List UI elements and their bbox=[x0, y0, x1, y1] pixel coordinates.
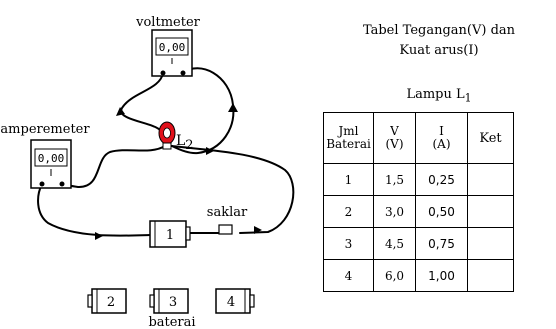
wire-amperemeter-battery bbox=[37, 183, 151, 237]
switch-label: saklar bbox=[207, 205, 248, 220]
voltmeter-label: voltmeter bbox=[135, 15, 200, 30]
arrow-5 bbox=[95, 232, 103, 240]
battery-2-label: 2 bbox=[107, 295, 115, 310]
cell-v: 3,0 bbox=[373, 195, 416, 228]
amperemeter-reading: 0,00 bbox=[38, 152, 65, 165]
cell-v: 1,5 bbox=[373, 163, 416, 196]
battery-4: 4 bbox=[215, 288, 255, 314]
cell-jml: 2 bbox=[323, 195, 374, 228]
voltmeter-display bbox=[155, 37, 189, 56]
header-ket: Ket bbox=[467, 112, 514, 164]
voltmeter-terminal-right bbox=[180, 70, 186, 76]
battery-3-label: 3 bbox=[169, 295, 177, 310]
table-row: 2 3,0 0,50 bbox=[323, 195, 514, 228]
cell-i: 1,00 bbox=[415, 259, 468, 292]
lamp-label: L2 bbox=[176, 133, 194, 153]
table-panel: Tabel Tegangan(V) dan Kuat arus(I) Lampu… bbox=[322, 0, 556, 329]
wire-voltmeter-right bbox=[171, 67, 235, 155]
circuit-diagram: voltmeter 0,00 amperemeter 0,00 L2 sakla… bbox=[0, 15, 295, 329]
cell-i: 0,25 bbox=[415, 163, 468, 196]
wire-lamp-amperemeter bbox=[61, 145, 166, 189]
battery-3: 3 bbox=[149, 288, 189, 314]
cell-i: 0,75 bbox=[415, 227, 468, 260]
arrow-1 bbox=[228, 103, 238, 112]
table-subtitle: Lampu L1 bbox=[406, 87, 472, 105]
table-row: 3 4,5 0,75 bbox=[323, 227, 514, 260]
arrow-4 bbox=[116, 107, 125, 116]
amperemeter-label: amperemeter bbox=[0, 122, 90, 137]
amperemeter-display bbox=[34, 148, 68, 167]
cell-jml: 1 bbox=[323, 163, 374, 196]
arrow-2 bbox=[206, 147, 214, 155]
voltmeter-terminal-left bbox=[160, 70, 166, 76]
cell-jml: 4 bbox=[323, 259, 374, 292]
table-title-line1: Tabel Tegangan(V) dan bbox=[362, 23, 516, 38]
table-title-line2: Kuat arus(I) bbox=[399, 43, 479, 58]
amperemeter-terminal-right bbox=[59, 181, 65, 187]
cell-i: 0,50 bbox=[415, 195, 468, 228]
header-i: I(A) bbox=[415, 112, 468, 164]
cell-jml: 3 bbox=[323, 227, 374, 260]
battery-4-label: 4 bbox=[227, 295, 235, 310]
lamp-base bbox=[162, 142, 172, 150]
cell-ket bbox=[467, 259, 514, 292]
cell-ket bbox=[467, 163, 514, 196]
voltmeter-reading: 0,00 bbox=[159, 41, 186, 54]
batteries-label: baterai bbox=[148, 315, 195, 329]
switch bbox=[218, 224, 233, 235]
arrow-3 bbox=[254, 226, 262, 234]
cell-ket bbox=[467, 227, 514, 260]
amperemeter-terminal-left bbox=[39, 181, 45, 187]
table-row: 1 1,5 0,25 bbox=[323, 163, 514, 196]
wire-voltmeter-left bbox=[120, 72, 166, 146]
header-v: V(V) bbox=[373, 112, 416, 164]
battery-2: 2 bbox=[87, 288, 127, 314]
cell-v: 4,5 bbox=[373, 227, 416, 260]
battery-1-label: 1 bbox=[166, 228, 174, 243]
table-row: 4 6,0 1,00 bbox=[323, 259, 514, 292]
cell-ket bbox=[467, 195, 514, 228]
battery-in-circuit bbox=[149, 220, 187, 248]
cell-v: 6,0 bbox=[373, 259, 416, 292]
